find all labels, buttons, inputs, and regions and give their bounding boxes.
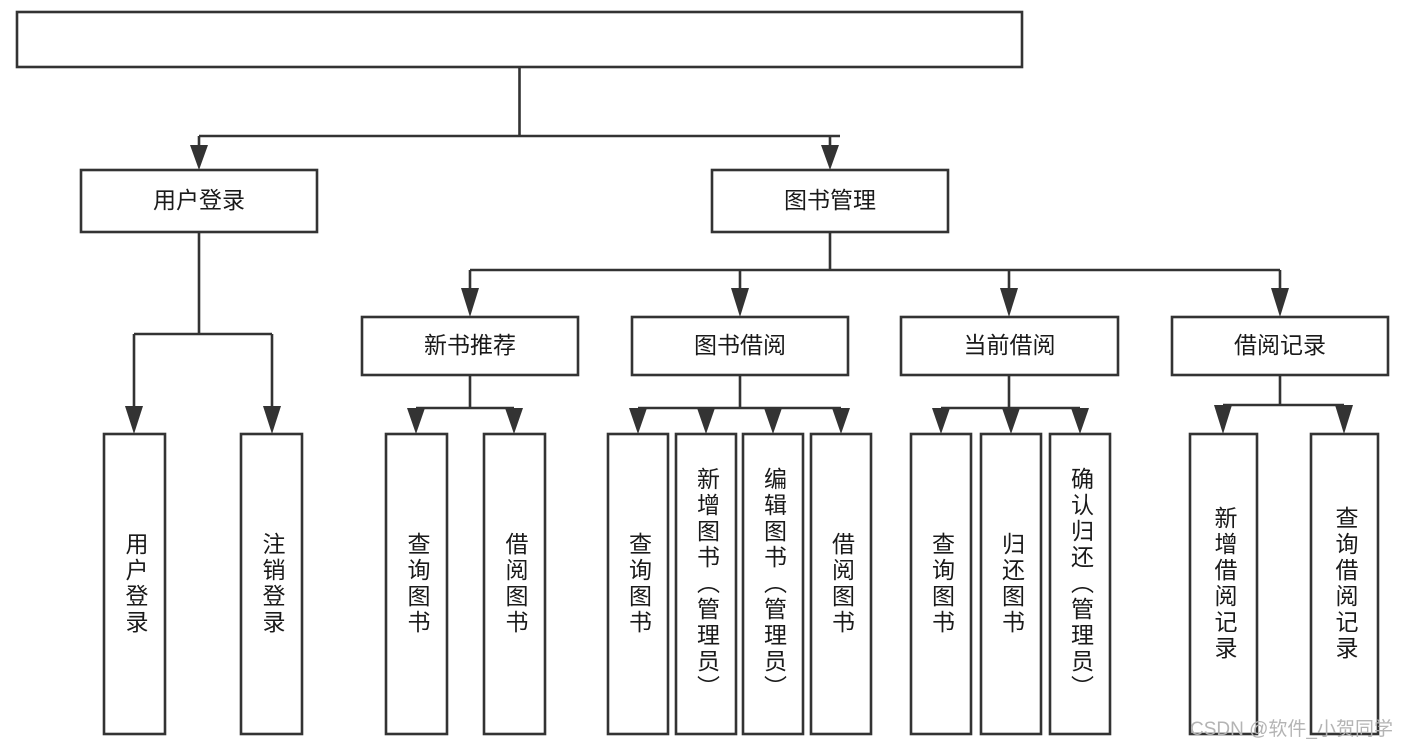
node-borrow-record-box[interactable] — [1170, 315, 1390, 377]
leaf-user-login-box[interactable] — [102, 432, 167, 736]
arrow-leaf-query-book-1 — [407, 408, 425, 434]
leaf-add-borrow-record-box[interactable] — [1188, 432, 1259, 736]
leaf-edit-book-label: 编辑图书（管理员） — [760, 467, 787, 701]
leaf-return-book-label: 归还图书 — [998, 532, 1025, 636]
node-layer: 用户登录 图书管理 新书推荐 图书借阅 当前借阅 借阅记录 — [15, 10, 1390, 736]
node-new-book-recommend[interactable]: 新书推荐 — [360, 315, 580, 377]
arrow-leaf-borrow-book-1 — [505, 408, 523, 434]
arrow-leaf-borrow-book-2 — [832, 408, 850, 434]
node-new-book-recommend-box[interactable] — [360, 315, 580, 377]
arrow-leaf-add-book — [697, 408, 715, 434]
arrow-to-borrow-record — [1271, 288, 1289, 317]
leaf-borrow-book[interactable]: 借阅图书 — [809, 432, 873, 736]
leaf-query-borrow-record[interactable]: 查询借阅记录 — [1309, 432, 1380, 736]
connector-user-login-branch — [132, 232, 274, 412]
leaf-borrow-book-rec-label: 借阅图书 — [502, 532, 528, 636]
leaf-add-book-label: 新增图书（管理员） — [693, 467, 720, 701]
leaf-logout[interactable]: 注销登录 — [239, 432, 304, 736]
node-book-borrow[interactable]: 图书借阅 — [630, 315, 850, 377]
leaf-add-borrow-record-label: 新增借阅记录 — [1211, 506, 1237, 662]
connector-borrow-record-branch — [1221, 375, 1346, 412]
leaf-confirm-return[interactable]: 确认归还（管理员） — [1048, 432, 1112, 736]
leaf-add-book-box[interactable] — [674, 432, 738, 736]
node-book-management-box[interactable] — [710, 168, 950, 234]
leaf-confirm-return-box[interactable] — [1048, 432, 1112, 736]
node-borrow-record-label: 借阅记录 — [1234, 332, 1326, 358]
leaf-add-borrow-record[interactable]: 新增借阅记录 — [1188, 432, 1259, 736]
leaf-query-book-current[interactable]: 查询图书 — [909, 432, 973, 736]
leaf-query-book-current-label: 查询图书 — [928, 532, 955, 636]
arrow-leaf-query-book-2 — [629, 408, 647, 434]
leaf-return-book-box[interactable] — [979, 432, 1043, 736]
leaf-borrow-book-label: 借阅图书 — [828, 532, 855, 636]
leaf-borrow-book-rec[interactable]: 借阅图书 — [482, 432, 547, 736]
arrow-leaf-logout — [263, 406, 281, 434]
connector-book-borrow-branch — [636, 375, 843, 414]
node-root-box[interactable] — [15, 10, 1024, 69]
node-book-management[interactable]: 图书管理 — [710, 168, 950, 234]
arrow-leaf-edit-book — [764, 408, 782, 434]
leaf-borrow-book-box[interactable] — [809, 432, 873, 736]
leaf-query-book-rec-box[interactable] — [384, 432, 449, 736]
node-book-borrow-label: 图书借阅 — [694, 332, 786, 358]
leaf-query-book-rec-label: 查询图书 — [404, 532, 430, 636]
node-book-management-label: 图书管理 — [784, 187, 876, 213]
leaf-query-book-current-box[interactable] — [909, 432, 973, 736]
arrow-leaf-query-book-3 — [932, 408, 950, 434]
arrow-leaf-confirm-return — [1071, 408, 1089, 434]
arrow-to-new-book-rec — [461, 288, 479, 317]
leaf-add-book[interactable]: 新增图书（管理员） — [674, 432, 738, 736]
arrow-to-current-borrow — [1000, 288, 1018, 317]
arrow-leaf-query-record — [1335, 405, 1353, 434]
leaf-query-borrow-record-label: 查询借阅记录 — [1332, 506, 1358, 662]
leaf-query-book-borrow-label: 查询图书 — [625, 532, 652, 636]
leaf-return-book[interactable]: 归还图书 — [979, 432, 1043, 736]
arrow-to-user-login — [190, 145, 208, 170]
leaf-logout-label: 注销登录 — [259, 532, 285, 636]
leaf-query-borrow-record-box[interactable] — [1309, 432, 1380, 736]
leaf-query-book-rec[interactable]: 查询图书 — [384, 432, 449, 736]
leaf-logout-box[interactable] — [239, 432, 304, 736]
node-user-login-box[interactable] — [79, 168, 319, 234]
connector-layer — [125, 67, 1353, 434]
node-current-borrow-label: 当前借阅 — [964, 332, 1056, 358]
leaf-query-book-borrow-box[interactable] — [606, 432, 670, 736]
arrow-to-book-borrow — [731, 288, 749, 317]
leaf-borrow-book-rec-box[interactable] — [482, 432, 547, 736]
arrow-leaf-return-book — [1002, 408, 1020, 434]
leaf-query-book-borrow[interactable]: 查询图书 — [606, 432, 670, 736]
leaf-confirm-return-label: 确认归还（管理员） — [1067, 467, 1094, 701]
node-root[interactable] — [15, 10, 1024, 69]
node-new-book-recommend-label: 新书推荐 — [424, 332, 516, 358]
node-current-borrow[interactable]: 当前借阅 — [899, 315, 1120, 377]
node-user-login[interactable]: 用户登录 — [79, 168, 319, 234]
connector-root-trunk — [197, 67, 840, 162]
node-user-login-label: 用户登录 — [153, 187, 245, 213]
node-current-borrow-box[interactable] — [899, 315, 1120, 377]
arrow-leaf-add-record — [1214, 405, 1232, 434]
leaf-edit-book[interactable]: 编辑图书（管理员） — [741, 432, 805, 736]
arrow-to-book-manage — [821, 145, 839, 170]
arrow-leaf-user-login — [125, 406, 143, 434]
leaf-user-login-label: 用户登录 — [122, 532, 148, 636]
node-borrow-record[interactable]: 借阅记录 — [1170, 315, 1390, 377]
connector-new-book-rec-branch — [414, 375, 516, 414]
leaf-user-login[interactable]: 用户登录 — [102, 432, 167, 736]
connector-book-manage-branch — [468, 232, 1282, 292]
node-book-borrow-box[interactable] — [630, 315, 850, 377]
leaf-edit-book-box[interactable] — [741, 432, 805, 736]
